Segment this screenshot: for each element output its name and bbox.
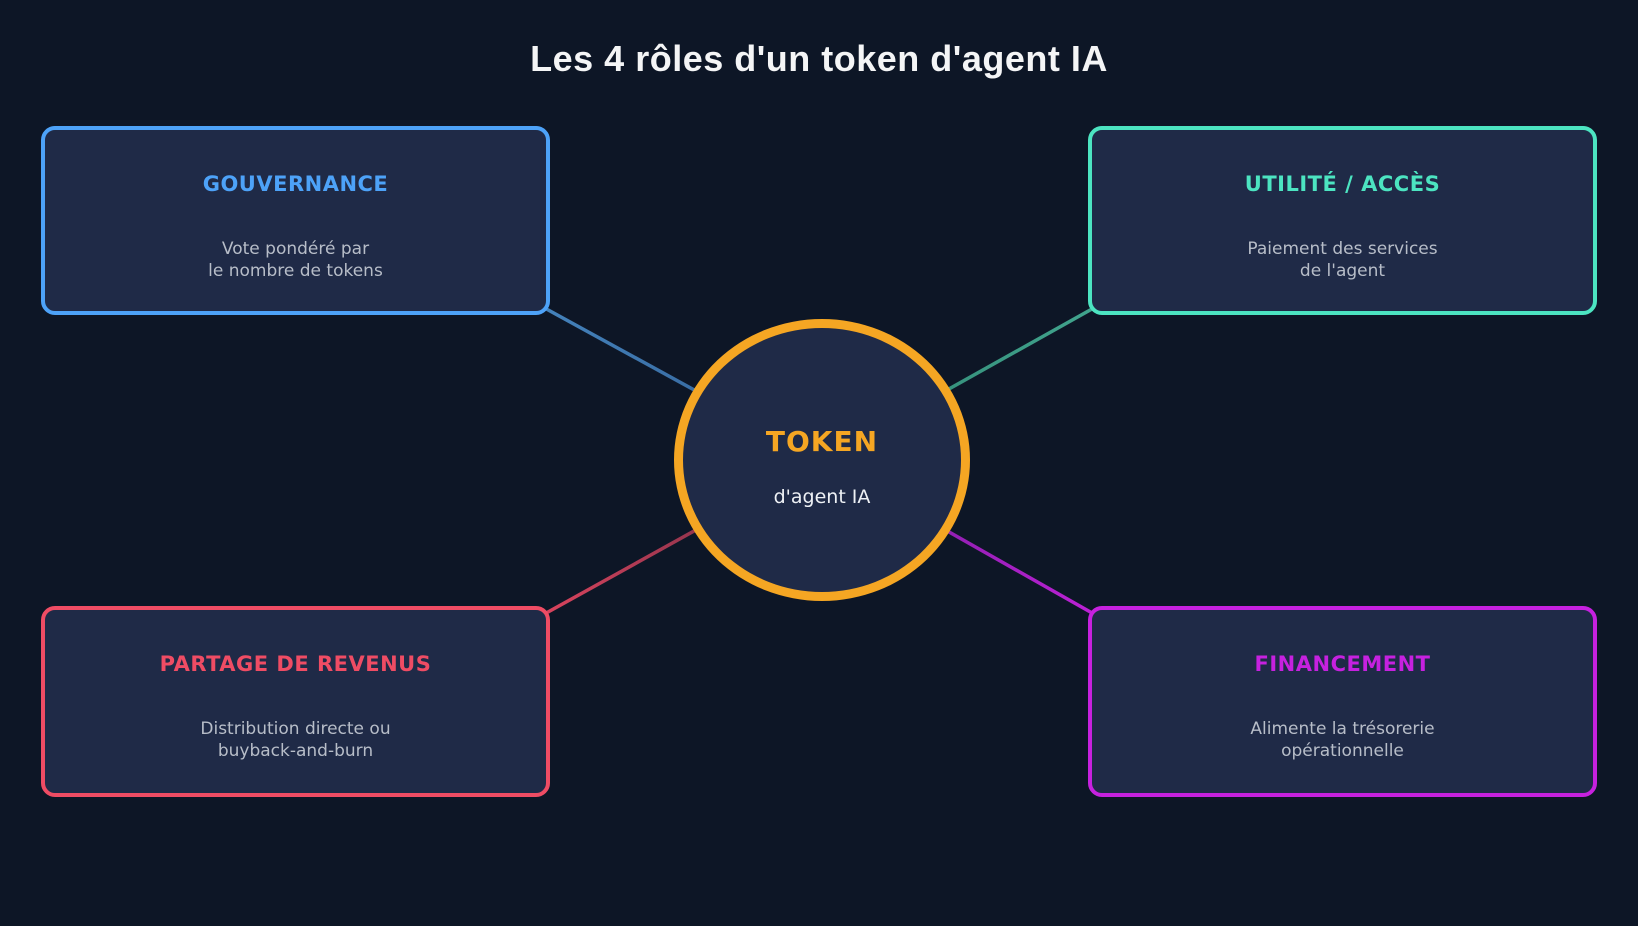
card-financement-description-line1: Alimente la trésorerie [1250, 719, 1435, 739]
card-partage-de-revenus-heading: PARTAGE DE REVENUS [159, 652, 432, 676]
card-gouvernance-description: Vote pondéré par le nombre de tokens [208, 238, 383, 282]
card-utilite-acces-description: Paiement des services de l'agent [1247, 238, 1437, 282]
card-financement-description-line2: opérationnelle [1281, 741, 1404, 761]
card-financement-heading: FINANCEMENT [1254, 652, 1431, 676]
card-utilite-acces-description-line2: de l'agent [1299, 261, 1386, 281]
card-gouvernance-description-line2: le nombre de tokens [208, 261, 383, 281]
token-node-heading: TOKEN [765, 424, 879, 458]
card-financement: FINANCEMENT Alimente la trésorerie opéra… [1088, 606, 1597, 797]
card-utilite-acces-heading: UTILITÉ / ACCÈS [1244, 172, 1441, 196]
card-gouvernance: GOUVERNANCE Vote pondéré par le nombre d… [41, 126, 550, 315]
card-financement-description: Alimente la trésorerie opérationnelle [1250, 718, 1434, 762]
card-partage-de-revenus-description-line2: buyback-and-burn [217, 741, 374, 761]
token-node: TOKEN d'agent IA [674, 319, 970, 601]
card-utilite-acces-description-line1: Paiement des services [1247, 239, 1438, 259]
token-node-subheading: d'agent IA [773, 485, 871, 508]
card-gouvernance-description-line1: Vote pondéré par [221, 239, 370, 259]
card-partage-de-revenus-description: Distribution directe ou buyback-and-burn [200, 718, 390, 762]
card-partage-de-revenus-description-line1: Distribution directe ou [200, 719, 391, 739]
card-partage-de-revenus: PARTAGE DE REVENUS Distribution directe … [41, 606, 550, 797]
page-title: Les 4 rôles d'un token d'agent IA [530, 38, 1108, 79]
card-utilite-acces: UTILITÉ / ACCÈS Paiement des services de… [1088, 126, 1597, 315]
card-gouvernance-heading: GOUVERNANCE [202, 172, 389, 196]
